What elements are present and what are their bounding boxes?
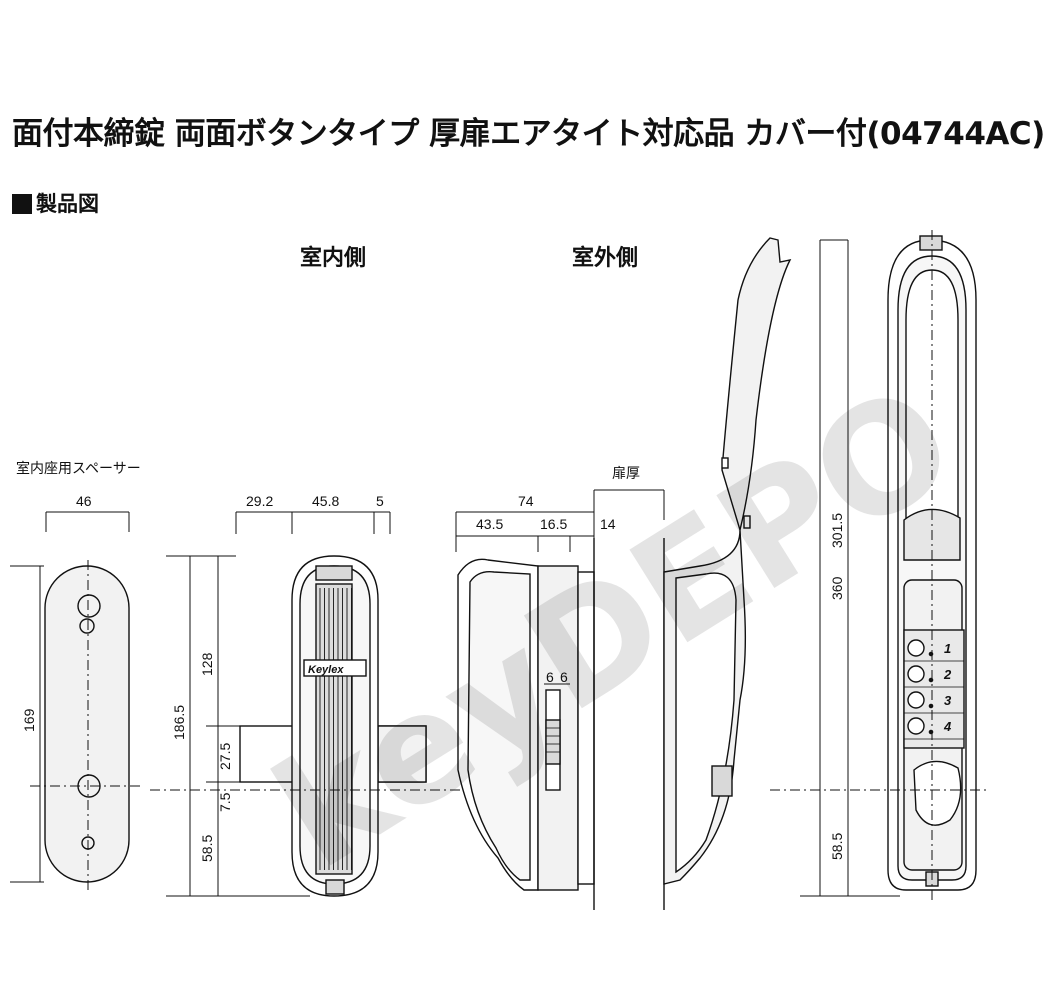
- keypad-button-1[interactable]: [907, 639, 925, 657]
- dim-side-small-b: 6: [560, 669, 568, 685]
- keypad-buttons: 1 2 3 4: [904, 639, 964, 740]
- dim-inner-handle: 27.5: [217, 743, 233, 770]
- dim-inner-left: 29.2: [246, 493, 273, 509]
- dim-spacer-width: 46: [76, 493, 92, 509]
- keypad-button-label: 1: [944, 641, 951, 656]
- dim-side-a: 43.5: [476, 516, 503, 532]
- inside-dimensions: [150, 511, 460, 897]
- spacer-plate: [30, 560, 140, 890]
- section-heading-text: 製品図: [36, 192, 99, 216]
- keypad-button-label: 2: [943, 667, 952, 682]
- keypad-button-3[interactable]: [907, 691, 925, 709]
- dim-inner-mid: 45.8: [312, 493, 339, 509]
- brand-logo: Keylex: [308, 664, 344, 676]
- dim-outer-upper: 301.5: [829, 513, 845, 548]
- dim-outer-total: 360: [829, 576, 845, 600]
- keypad-button-label: 4: [943, 719, 952, 734]
- keypad-button-4[interactable]: [907, 717, 925, 735]
- dim-spacer-height: 169: [21, 708, 37, 732]
- outside-view-label: 室外側: [572, 246, 639, 271]
- keypad-button-2[interactable]: [907, 665, 925, 683]
- side-dimensions: [455, 489, 665, 685]
- spacer-label: 室内座用スペーサー: [16, 461, 141, 477]
- dimension-labels: 46 169 29.2 45.8 5 186.5 128 27.5 7.5 58…: [21, 465, 845, 862]
- side-view-body: [457, 538, 665, 910]
- page-title: 面付本締錠 両面ボタンタイプ 厚扉エアタイト対応品 カバー付(04744AC): [12, 116, 1045, 152]
- dim-side-small-a: 6: [546, 669, 554, 685]
- section-heading: 製品図: [12, 188, 99, 218]
- dim-inner-right: 5: [376, 493, 384, 509]
- dim-side-total: 74: [518, 493, 534, 509]
- inside-view-body: [239, 555, 427, 897]
- door-thickness-label: 扉厚: [612, 465, 640, 481]
- keypad-button-label: 3: [944, 693, 952, 708]
- outside-profile: [663, 237, 792, 885]
- outside-dimensions: [770, 230, 990, 900]
- dim-inner-total: 186.5: [171, 705, 187, 740]
- square-bullet-icon: [12, 194, 32, 214]
- dim-inner-lower: 58.5: [199, 835, 215, 862]
- dim-door-thickness: 14: [600, 516, 616, 532]
- dim-inner-upper: 128: [199, 652, 215, 676]
- dim-inner-offset: 7.5: [217, 792, 233, 812]
- spacer-dimensions: [10, 511, 130, 883]
- inside-view-label: 室内側: [300, 246, 367, 271]
- dim-side-b: 16.5: [540, 516, 567, 532]
- product-drawing: 1 2 3 4 46 169 29.2 45.8 5 186.5 128 27.5 7…: [10, 230, 990, 910]
- dim-outer-lower: 58.5: [829, 833, 845, 860]
